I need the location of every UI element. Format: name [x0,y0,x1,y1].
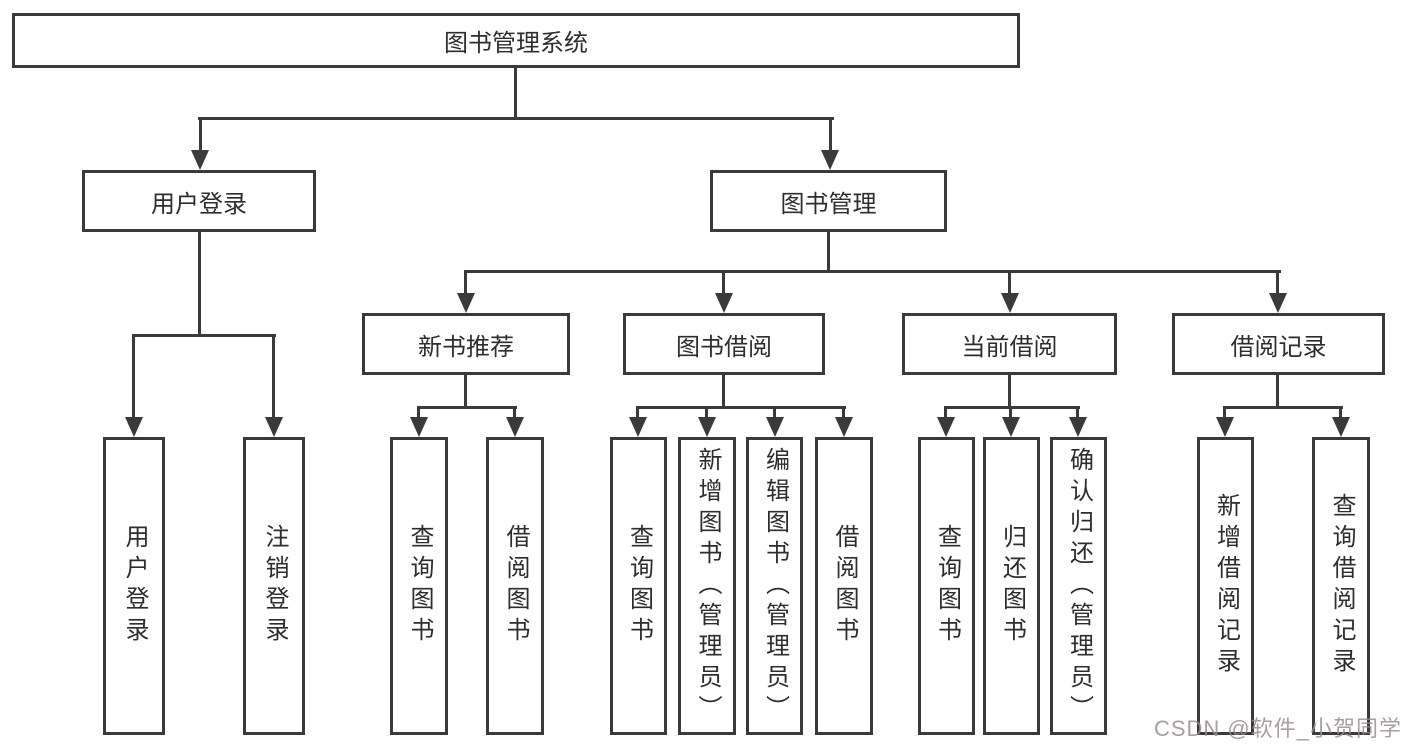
arrowhead-down-icon [1069,417,1087,437]
arrowhead-down-icon [629,417,647,437]
node-borrow-records: 借阅记录 [1172,313,1385,375]
leaf-bb-add-books: 新增图书（管理员） [678,437,736,735]
node-label: 图书管理系统 [444,30,588,57]
leaf-cb-query-books: 查询图书 [918,437,975,735]
leaf-cb-confirm-return: 确认归还（管理员） [1050,437,1107,735]
connector-leaf-drop [1009,406,1012,421]
connector-leaf-drop [944,406,947,421]
leaf-bb-edit-books: 编辑图书（管理员） [746,437,803,735]
node-label: 查询借阅记录 [1328,493,1355,679]
connector-new-rec-rail [417,406,517,409]
arrowhead-down-icon [410,417,428,437]
connector-book-mgmt-drop [829,117,832,153]
node-label: 新书推荐 [418,333,514,361]
connector-leaf-drop [705,406,708,421]
connector-book-mgmt-stem [827,232,830,273]
arrowhead-down-icon [125,417,143,437]
connector-leaf-drop [1076,406,1079,421]
leaf-bb-borrow-books: 借阅图书 [815,437,873,735]
connector-user-login-stem [198,232,201,337]
connector-book-borrow-drop [722,270,725,297]
connector-leaf-login-drop [132,334,135,420]
node-label: 查询图书 [406,524,433,648]
leaf-cb-return-books: 归还图书 [983,437,1040,735]
arrowhead-down-icon [1216,417,1234,437]
leaf-br-query-record: 查询借阅记录 [1312,437,1370,735]
arrowhead-down-icon [715,293,733,313]
leaf-br-add-record: 新增借阅记录 [1197,437,1254,735]
connector-book-borrow-stem [722,375,725,409]
connector-root-stem [514,68,517,120]
node-label: 查询图书 [933,524,961,648]
node-label: 用户登录 [151,190,247,218]
connector-leaf-drop [417,406,420,421]
leaf-bb-query-books: 查询图书 [610,437,667,735]
arrowhead-down-icon [457,293,475,313]
node-label: 当前借阅 [961,333,1058,361]
connector-borrow-records-stem [1276,375,1279,409]
connector-current-borrow-rail [944,406,1080,409]
connector-book-borrow-rail [636,406,846,409]
connector-book-mgmt-rail [464,270,1281,273]
connector-leaf-logout-drop [272,334,275,420]
node-label: 借阅记录 [1230,333,1327,361]
node-label: 编辑图书（管理员） [761,446,789,726]
connector-new-rec-drop [464,270,467,297]
node-label: 借阅图书 [831,524,858,648]
leaf-user-login: 用户登录 [103,437,165,735]
connector-leaf-drop [636,406,639,421]
arrowhead-down-icon [1002,417,1020,437]
node-book-management: 图书管理 [710,170,947,232]
node-label: 图书管理 [780,190,877,218]
arrowhead-down-icon [835,417,853,437]
node-label: 确认归还（管理员） [1065,446,1093,726]
connector-leaf-drop [773,406,776,421]
arrowhead-down-icon [191,150,209,170]
connector-borrow-records-drop [1276,270,1279,297]
arrowhead-down-icon [506,417,524,437]
node-label: 用户登录 [121,524,148,648]
arrowhead-down-icon [1269,293,1287,313]
connector-leaf-drop [513,406,516,421]
arrowhead-down-icon [821,150,839,170]
node-label: 借阅图书 [502,524,529,648]
node-label: 图书借阅 [676,333,772,361]
connector-user-login-drop [199,117,202,153]
arrowhead-down-icon [1001,293,1019,313]
connector-leaf-drop [842,406,845,421]
connector-leaf-drop [1339,406,1342,421]
node-library-system: 图书管理系统 [12,13,1020,68]
node-label: 归还图书 [998,524,1026,648]
node-user-login: 用户登录 [82,170,316,232]
arrowhead-down-icon [766,417,784,437]
node-new-book-recommend: 新书推荐 [362,313,570,375]
leaf-logout: 注销登录 [243,437,305,735]
connector-leaf-drop [1223,406,1226,421]
connector-current-borrow-drop [1008,270,1011,297]
node-label: 查询图书 [625,524,653,648]
node-label: 新增借阅记录 [1212,493,1240,679]
node-label: 注销登录 [261,524,288,648]
connector-borrow-records-rail [1223,406,1343,409]
arrowhead-down-icon [1332,417,1350,437]
connector-new-rec-stem [464,375,467,409]
csdn-watermark: CSDN @软件_小贺同学 [1153,716,1402,741]
leaf-rec-query-books: 查询图书 [390,437,448,735]
node-book-borrow: 图书借阅 [623,313,825,375]
node-current-borrow: 当前借阅 [902,313,1117,375]
arrowhead-down-icon [265,417,283,437]
connector-user-login-rail [132,334,276,337]
node-label: 新增图书（管理员） [694,446,721,726]
arrowhead-down-icon [937,417,955,437]
connector-root-rail [198,117,834,120]
leaf-rec-borrow-books: 借阅图书 [486,437,544,735]
connector-current-borrow-stem [1008,375,1011,409]
arrowhead-down-icon [698,417,716,437]
